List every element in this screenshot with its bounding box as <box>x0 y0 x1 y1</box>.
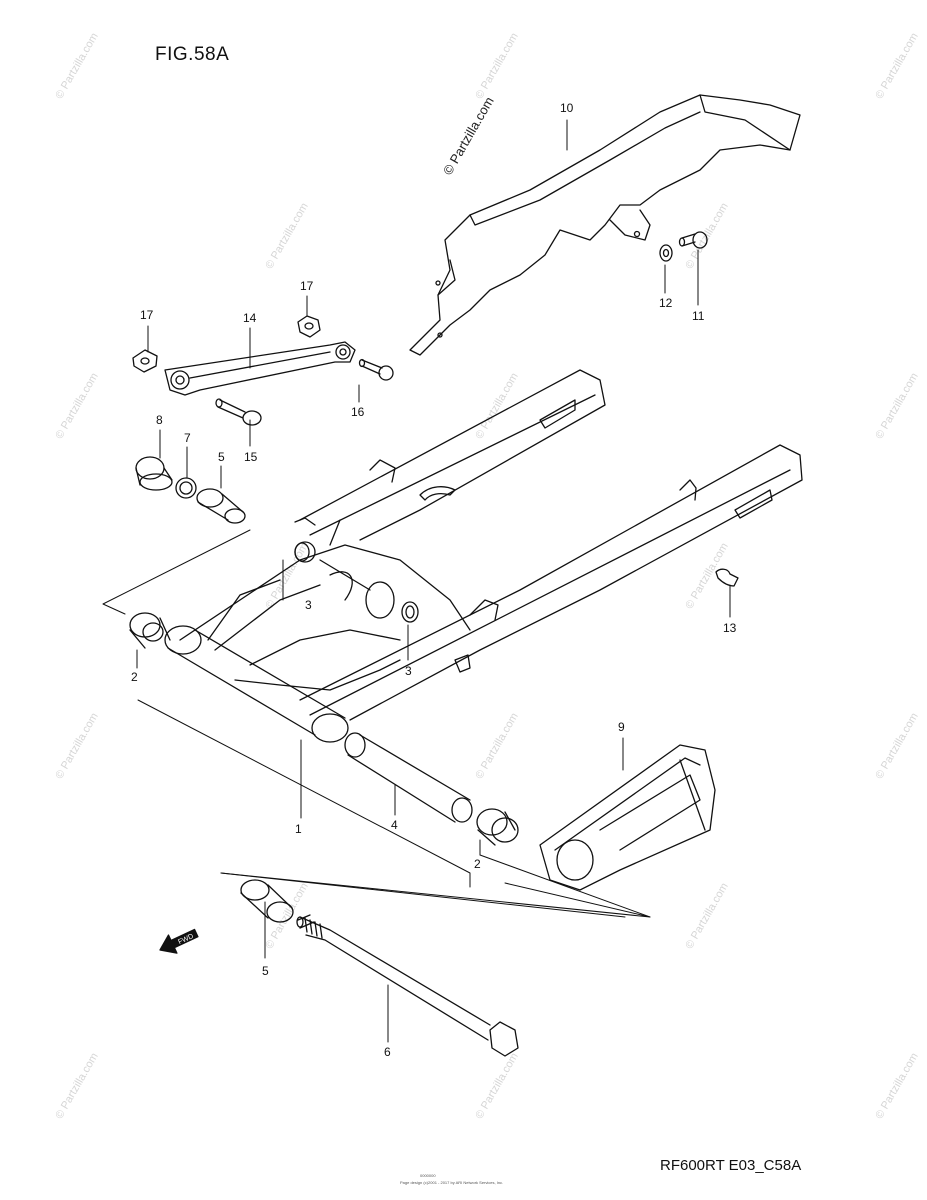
part-number-3a[interactable]: 3 <box>305 598 312 612</box>
part-number-1[interactable]: 1 <box>295 822 302 836</box>
collar-5-lower <box>240 879 294 923</box>
bolt-11 <box>678 231 708 249</box>
chain-case <box>409 94 801 356</box>
footer-copyright: Page design (c)2001 - 2017 by ARI Networ… <box>400 1180 504 1185</box>
part-number-7[interactable]: 7 <box>184 431 191 445</box>
swingarm <box>164 369 803 743</box>
spacer-4 <box>344 732 473 823</box>
figure-title: FIG.58A <box>155 44 230 65</box>
bearing-3-right <box>401 601 419 623</box>
part-number-9[interactable]: 9 <box>618 720 625 734</box>
chain-guard <box>539 744 716 891</box>
nut-17-right <box>297 315 321 338</box>
part-number-5a[interactable]: 5 <box>218 450 225 464</box>
collar-5-upper <box>196 488 246 524</box>
part-number-4[interactable]: 4 <box>391 818 398 832</box>
footer-code: 0000000 <box>420 1173 436 1178</box>
part-number-10[interactable]: 10 <box>560 101 574 115</box>
part-number-16[interactable]: 16 <box>351 405 365 419</box>
part-number-2a[interactable]: 2 <box>131 670 138 684</box>
washer-7 <box>175 477 197 499</box>
part-number-11[interactable]: 11 <box>692 309 705 323</box>
svg-text:FWD: FWD <box>177 933 194 946</box>
part-number-17a[interactable]: 17 <box>140 308 154 322</box>
nut-17-left <box>132 349 158 373</box>
part-number-15[interactable]: 15 <box>244 450 258 464</box>
part-number-13[interactable]: 13 <box>723 621 737 635</box>
part-number-12[interactable]: 12 <box>659 296 673 310</box>
bearing-3-left <box>294 542 310 562</box>
leader-lines <box>102 119 731 1043</box>
fwd-arrow-icon: FWD <box>159 928 199 954</box>
part-number-3b[interactable]: 3 <box>405 664 412 678</box>
part-number-17b[interactable]: 17 <box>300 279 314 293</box>
bolt-16 <box>358 358 394 381</box>
part-number-5b[interactable]: 5 <box>262 964 269 978</box>
washer-12 <box>659 244 673 262</box>
bushing-2-right <box>476 808 519 846</box>
bolt-15 <box>215 398 262 426</box>
pivot-shaft-6 <box>296 914 519 1057</box>
bolt-13 <box>715 568 739 587</box>
torque-link <box>164 341 356 396</box>
part-number-6[interactable]: 6 <box>384 1045 391 1059</box>
figure-code: RF600RT E03_C58A <box>660 1157 802 1174</box>
part-number-8[interactable]: 8 <box>156 413 163 427</box>
part-number-2b[interactable]: 2 <box>474 857 481 871</box>
part-number-14[interactable]: 14 <box>243 311 257 325</box>
bushing-8 <box>135 456 173 491</box>
bushing-2-left <box>129 612 171 649</box>
